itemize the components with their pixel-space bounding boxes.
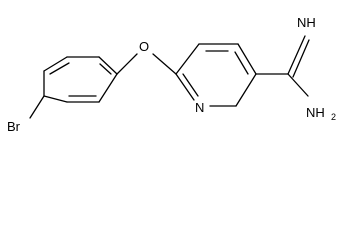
imine-double-bond <box>287 35 306 75</box>
amine-label: NH <box>306 105 325 120</box>
bond <box>43 56 68 72</box>
bond-to-bromine <box>29 95 45 119</box>
bromine-label: Br <box>7 119 21 134</box>
bond <box>98 56 118 75</box>
bond <box>175 43 200 75</box>
amine-bond <box>287 73 309 97</box>
bond <box>43 95 68 103</box>
bond <box>237 43 257 75</box>
double-bond-inner <box>234 51 249 75</box>
double-bond-inner <box>99 63 112 75</box>
structure-diagram: Br O N NH NH 2 <box>7 15 336 134</box>
bromophenyl-ring <box>43 56 118 103</box>
bond <box>98 73 118 103</box>
imine-label: NH <box>297 15 316 30</box>
bond-from-oxygen <box>152 53 177 75</box>
imine-double-bond <box>292 39 310 78</box>
double-bond-inner <box>49 62 70 75</box>
bond <box>175 73 195 101</box>
pyridine-ring <box>175 43 257 107</box>
bond <box>235 73 257 107</box>
nitrogen-label: N <box>195 100 204 115</box>
oxygen-label: O <box>139 39 149 54</box>
double-bond-inner <box>182 73 199 97</box>
amine-subscript: 2 <box>331 112 336 122</box>
bond-to-oxygen <box>116 53 138 75</box>
